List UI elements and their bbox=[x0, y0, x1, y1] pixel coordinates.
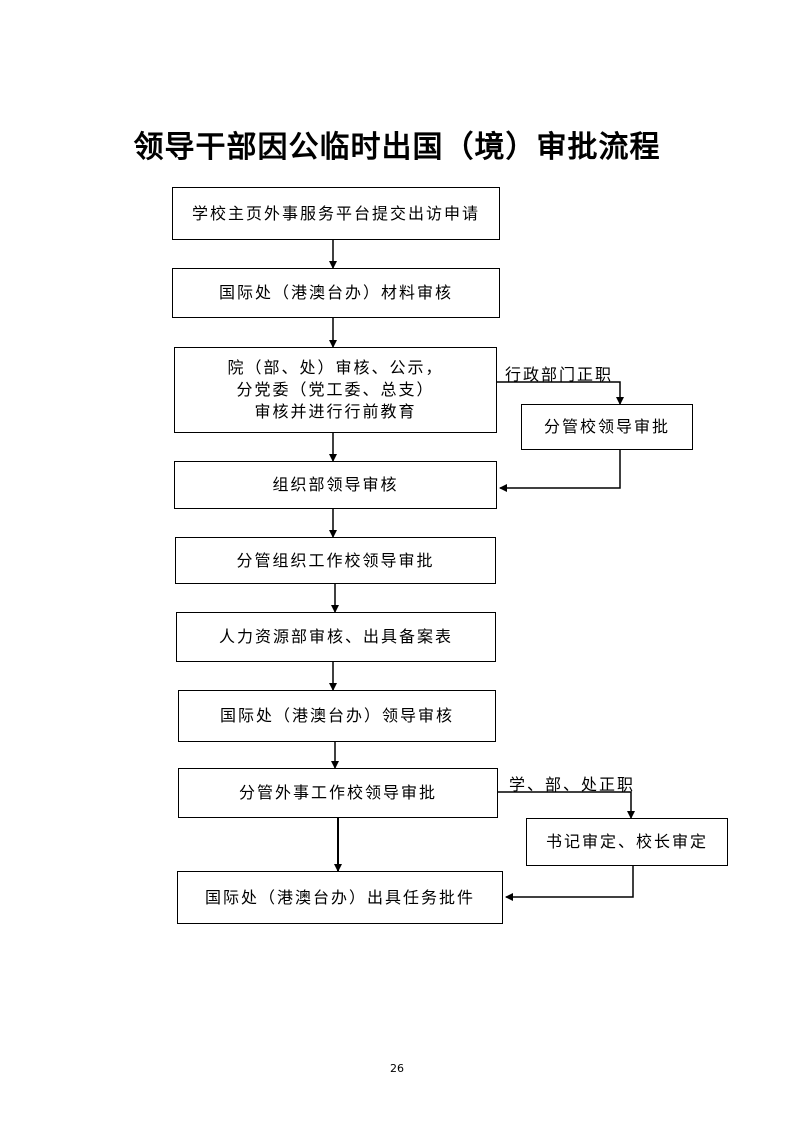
branch-a-out bbox=[497, 381, 624, 405]
branch-b-label: 学、部、处正职 bbox=[509, 775, 636, 794]
step-material-review: 国际处（港澳台办）材料审核 bbox=[172, 268, 500, 318]
branch-b-out bbox=[498, 791, 635, 819]
branch-a-return bbox=[499, 450, 621, 492]
page-number: 26 bbox=[390, 1062, 404, 1075]
step-department-review: 院（部、处）审核、公示， 分党委（党工委、总支） 审核并进行行前教育 bbox=[174, 347, 497, 433]
branch-a-label: 行政部门正职 bbox=[505, 365, 614, 384]
step-hr-review: 人力资源部审核、出具备案表 bbox=[176, 612, 496, 662]
step-organization-review: 组织部领导审核 bbox=[174, 461, 497, 509]
step-intl-leader-review: 国际处（港澳台办）领导审核 bbox=[178, 690, 496, 742]
step-issue-approval-document: 国际处（港澳台办）出具任务批件 bbox=[177, 871, 503, 924]
step-branch-leader-approval: 分管校领导审批 bbox=[521, 404, 693, 450]
step-org-leader-approval: 分管组织工作校领导审批 bbox=[175, 537, 496, 584]
step-submit-application: 学校主页外事服务平台提交出访申请 bbox=[172, 187, 500, 240]
step-secretary-president-decision: 书记审定、校长审定 bbox=[526, 818, 728, 866]
step-foreign-affairs-approval: 分管外事工作校领导审批 bbox=[178, 768, 498, 818]
branch-b-return bbox=[505, 866, 634, 901]
page-title: 领导干部因公临时出国（境）审批流程 bbox=[133, 130, 661, 165]
